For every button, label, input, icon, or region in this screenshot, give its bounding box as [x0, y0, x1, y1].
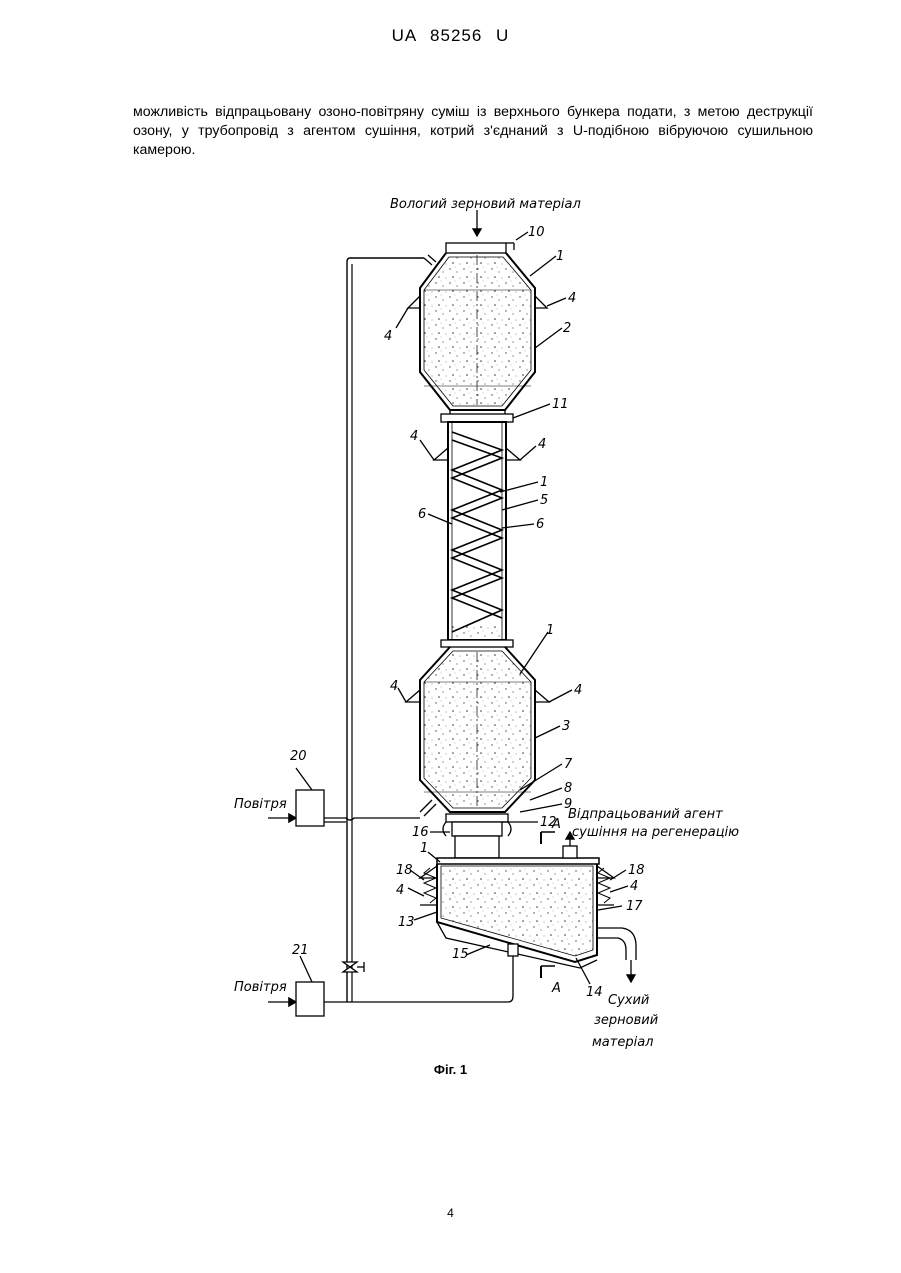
label-air-upper: Повітря — [234, 797, 287, 812]
callout-18-right: 18 — [628, 863, 645, 878]
callout-11: 11 — [552, 397, 569, 412]
patent-header: UA 85256 U — [0, 26, 901, 46]
callout-13: 13 — [398, 915, 415, 930]
label-dry-line2: зерновий — [594, 1013, 658, 1028]
callout-18-left: 18 — [396, 863, 413, 878]
label-wet-grain-input: Вологий зерновий матеріал — [390, 197, 581, 212]
callout-14: 14 — [586, 985, 603, 1000]
callout-20: 20 — [290, 749, 307, 764]
body-paragraph: можливість відпрацьовану озоно-повітряну… — [133, 103, 813, 160]
figure-caption: Фіг. 1 — [0, 1062, 901, 1077]
callout-21: 21 — [292, 943, 309, 958]
callout-6-right: 6 — [536, 517, 544, 532]
callout-4-top-right: 4 — [568, 291, 576, 306]
callout-15: 15 — [452, 947, 469, 962]
callout-8: 8 — [564, 781, 572, 796]
callout-3: 3 — [562, 719, 570, 734]
label-dry-line1: Сухий — [608, 993, 649, 1008]
callout-4-dryer-right: 4 — [630, 879, 638, 894]
callout-6-left: 6 — [418, 507, 426, 522]
page-number: 4 — [0, 1206, 901, 1220]
callout-9: 9 — [564, 797, 572, 812]
callout-4-lower-left: 4 — [390, 679, 398, 694]
callout-1-mid: 1 — [540, 475, 548, 490]
label-air-lower: Повітря — [234, 980, 287, 995]
label-section-a-bottom: А — [551, 981, 561, 996]
callout-5: 5 — [540, 493, 548, 508]
figure-1-drawing: Вологий зерновий матеріал Повітря Повітр… — [0, 180, 901, 1060]
callout-7: 7 — [564, 757, 573, 772]
callout-2: 2 — [563, 321, 571, 336]
callout-12: 12 — [540, 815, 557, 830]
callout-16: 16 — [412, 825, 429, 840]
callout-4-mid-right: 4 — [538, 437, 546, 452]
label-dry-line3: матеріал — [592, 1035, 653, 1050]
callout-10: 10 — [528, 225, 545, 240]
callout-1-dryer: 1 — [420, 841, 428, 856]
callout-4-mid-left: 4 — [410, 429, 418, 444]
label-exhaust-line2: сушіння на регенерацію — [572, 825, 739, 840]
label-exhaust-line1: Відпрацьований агент — [568, 807, 723, 822]
callout-1-top: 1 — [556, 249, 564, 264]
callout-17: 17 — [626, 899, 643, 914]
callout-4-lower-right: 4 — [574, 683, 582, 698]
callout-4-top-left: 4 — [384, 329, 392, 344]
callout-1-lower: 1 — [546, 623, 554, 638]
callout-4-dryer-left: 4 — [396, 883, 404, 898]
